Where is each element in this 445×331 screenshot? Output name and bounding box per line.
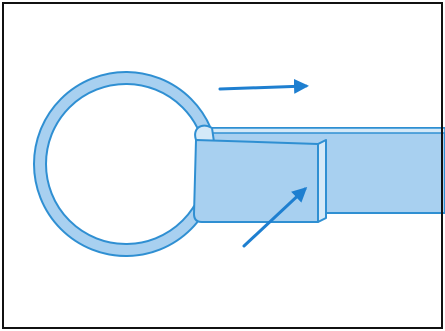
fold-pointer-arrow <box>242 186 308 248</box>
key-ring-hole <box>45 83 207 245</box>
folded-strap-side <box>317 139 327 223</box>
figure-frame <box>2 2 443 329</box>
folded-strap-end <box>193 139 319 223</box>
strap-fold-curl <box>194 124 216 144</box>
strap-top-edge <box>197 127 445 134</box>
pull-direction-arrow <box>218 78 309 94</box>
